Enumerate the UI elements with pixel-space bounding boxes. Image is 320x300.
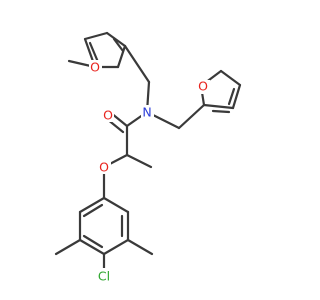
bond xyxy=(227,87,236,106)
bond xyxy=(116,44,127,69)
bond xyxy=(102,196,130,214)
atom-o-furan2: O xyxy=(198,79,208,94)
atom-o-furan1: O xyxy=(90,60,100,75)
molecule-diagram: O N O O O Cl xyxy=(54,31,242,284)
bond xyxy=(82,234,104,249)
bond xyxy=(231,83,242,110)
bond xyxy=(78,196,106,214)
bond xyxy=(78,238,106,256)
bond xyxy=(202,103,235,110)
bond xyxy=(125,153,153,169)
bond xyxy=(105,31,127,48)
bond xyxy=(219,69,242,87)
bond xyxy=(126,238,154,256)
bond xyxy=(82,203,104,218)
atom-labels: O N O O O Cl xyxy=(89,60,210,284)
bond xyxy=(88,41,100,64)
bond xyxy=(102,238,130,256)
bond xyxy=(177,103,206,130)
bond xyxy=(123,44,151,84)
bond xyxy=(83,31,109,41)
atom-o-ether: O xyxy=(99,160,109,175)
structure-svg: O N O O O Cl xyxy=(54,31,242,284)
bond xyxy=(211,109,231,114)
atom-cl: Cl xyxy=(98,269,110,284)
atom-o-carbonyl: O xyxy=(103,108,113,123)
bond xyxy=(112,37,125,53)
atom-n-amide: N xyxy=(142,105,151,120)
bond xyxy=(54,238,82,256)
bonds xyxy=(54,31,242,276)
